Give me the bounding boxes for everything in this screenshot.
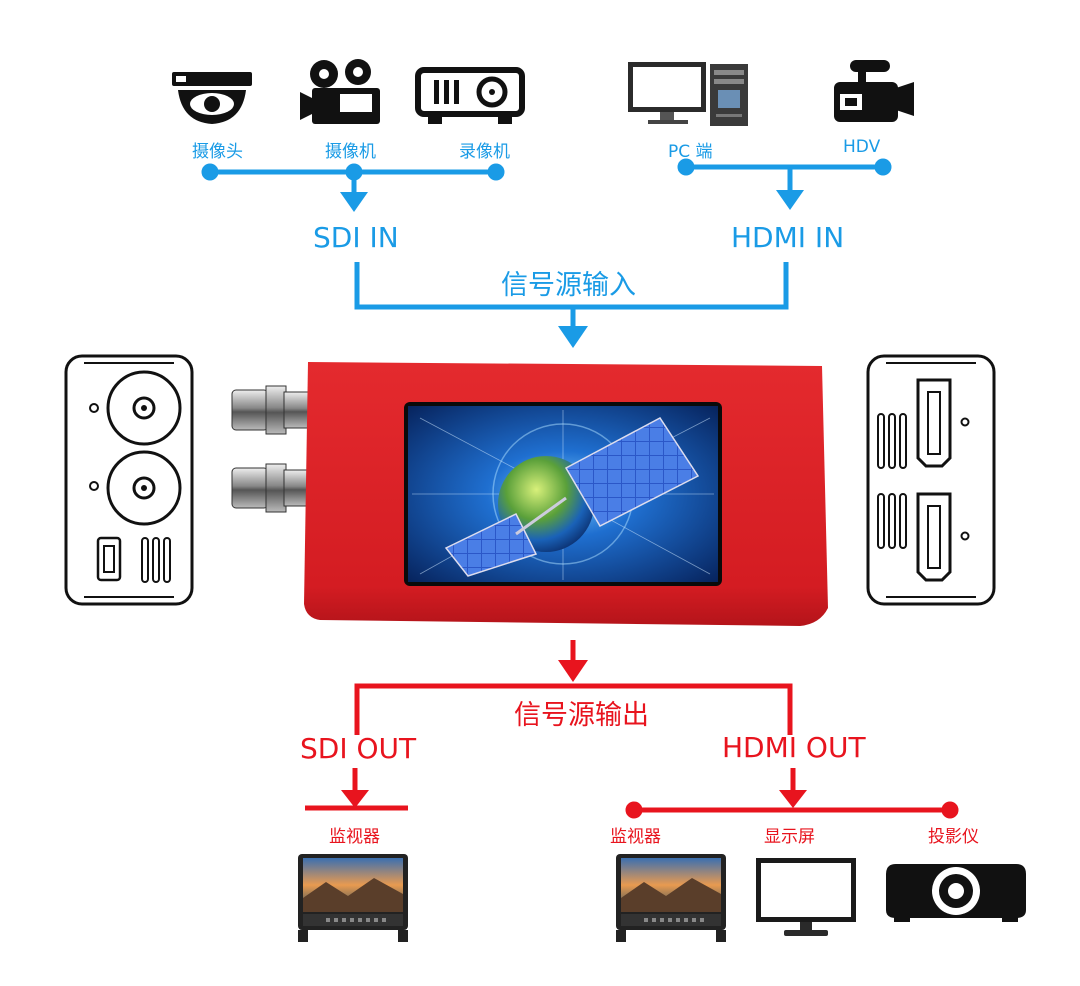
sdi-side-panel (64, 354, 194, 606)
camcorder-icon (834, 60, 914, 122)
target-label-display: 显示屏 (764, 827, 815, 847)
converter-device (304, 362, 828, 626)
source-label-hdv: HDV (843, 137, 881, 157)
hdmi-side-panel (866, 354, 996, 606)
dome-camera-icon (172, 72, 252, 124)
projector-icon (886, 864, 1026, 922)
monitor-icon (616, 854, 726, 942)
sdi-out-label: SDI OUT (300, 732, 417, 765)
source-label-dome-camera: 摄像头 (192, 142, 243, 162)
hdmi-out-label: HDMI OUT (722, 731, 866, 764)
source-label-video-camera: 摄像机 (325, 142, 376, 162)
display-icon (756, 858, 856, 936)
output-title: 信号源输出 (514, 700, 649, 731)
sdi-in-label: SDI IN (313, 221, 399, 254)
target-label-hdmi-monitor: 监视器 (610, 827, 661, 847)
desktop-pc-icon (628, 62, 748, 126)
video-camera-icon (300, 59, 380, 124)
target-label-projector: 投影仪 (928, 827, 979, 847)
monitor-icon (298, 854, 408, 942)
input-title: 信号源输入 (501, 270, 636, 301)
target-label-sdi-monitor: 监视器 (329, 827, 380, 847)
video-recorder-icon (415, 67, 525, 124)
source-label-pc: PC 端 (668, 142, 713, 162)
hdmi-in-label: HDMI IN (731, 221, 845, 254)
source-label-video-recorder: 录像机 (459, 142, 510, 162)
